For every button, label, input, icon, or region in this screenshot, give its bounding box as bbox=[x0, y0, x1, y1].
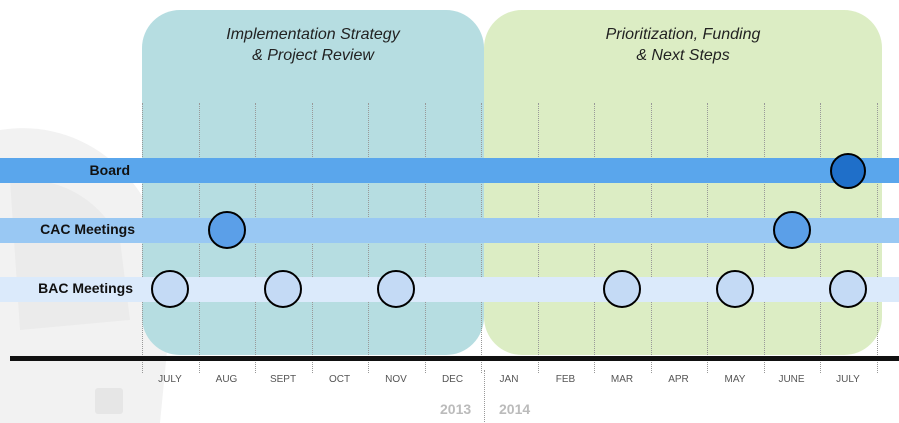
meeting-marker bbox=[207, 211, 246, 249]
row-label-bac: BAC Meetings bbox=[38, 280, 133, 296]
year-separator bbox=[484, 370, 485, 422]
month-label: MAY bbox=[724, 374, 746, 385]
meeting-marker bbox=[151, 270, 190, 308]
month-label: DEC bbox=[441, 374, 464, 385]
month-label: SEPT bbox=[269, 374, 297, 385]
month-label: JUNE bbox=[778, 374, 805, 385]
year-label-2013: 2013 bbox=[440, 401, 472, 417]
month-label: FEB bbox=[555, 374, 576, 385]
row-band-cac bbox=[0, 218, 899, 243]
meeting-marker bbox=[829, 270, 868, 308]
month-label: AUG bbox=[215, 374, 238, 385]
row-band-board bbox=[0, 158, 899, 183]
month-label: JULY bbox=[158, 374, 182, 385]
meeting-marker bbox=[377, 270, 416, 308]
meeting-marker bbox=[603, 270, 642, 308]
month-label: APR bbox=[668, 374, 689, 385]
month-label: MAR bbox=[610, 374, 634, 385]
meeting-marker bbox=[772, 211, 811, 249]
row-label-cac: CAC Meetings bbox=[40, 221, 135, 237]
row-label-board: Board bbox=[89, 162, 130, 178]
month-label: JAN bbox=[499, 374, 519, 385]
meeting-marker bbox=[264, 270, 303, 308]
phase-title: Implementation Strategy & Project Review bbox=[226, 26, 400, 64]
meeting-marker bbox=[830, 153, 867, 189]
month-label: JULY bbox=[836, 374, 860, 385]
month-label: NOV bbox=[385, 374, 407, 385]
phase-title: Prioritization, Funding & Next Steps bbox=[605, 26, 761, 64]
row-band-bac bbox=[0, 277, 899, 302]
month-label: OCT bbox=[328, 374, 351, 385]
year-label-2014: 2014 bbox=[499, 401, 531, 417]
timeline-axis bbox=[10, 356, 899, 361]
meeting-marker bbox=[716, 270, 755, 308]
